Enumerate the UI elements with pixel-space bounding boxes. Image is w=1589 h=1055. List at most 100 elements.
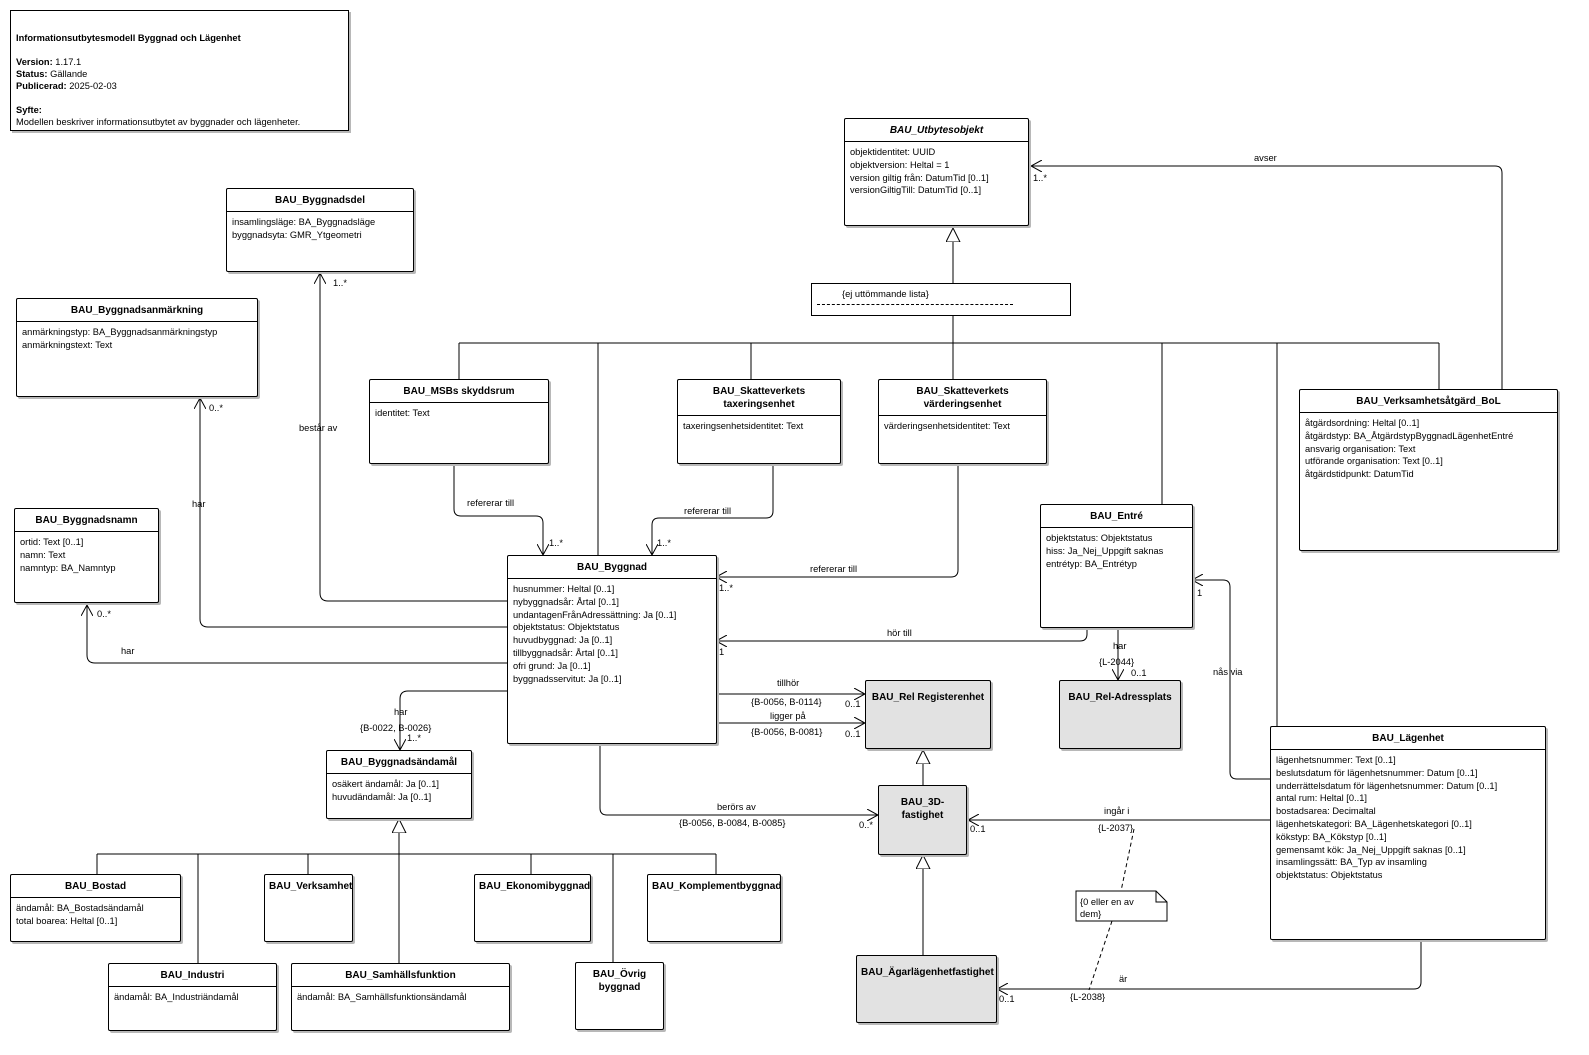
note-anchor-ingar <box>1120 828 1135 892</box>
attribute: objektstatus: Objektstatus <box>1276 870 1383 881</box>
attribute: huvudbyggnad: Ja [0..1] <box>513 635 613 646</box>
attribute: undantagenFrånAdressättning: Ja [0..1] <box>513 609 677 620</box>
label-har-adressplats: har <box>1113 641 1127 651</box>
class-bau-ekonomibyggnad[interactable]: BAU_Ekonomibyggnad <box>474 874 591 942</box>
class-name: BAU_Verksamhetsåtgärd_BoL <box>1356 396 1501 407</box>
status-label: Status: <box>16 69 48 79</box>
code-ingar-i: {L-2037} <box>1098 823 1134 833</box>
class-name: BAU_Ekonomibyggnad <box>479 881 591 892</box>
attribute: anmärkningstyp: BA_Byggnadsanmärkningsty… <box>22 327 218 337</box>
label-bestar-av: består av <box>299 423 338 433</box>
class-bau-ovrig-byggnad[interactable]: BAU_Övrig byggnad <box>575 962 664 1030</box>
attribute: identitet: Text <box>375 408 430 418</box>
class-name: BAU_Skatteverkets värderingsenhet <box>916 386 1009 410</box>
class-name: BAU_Samhällsfunktion <box>345 970 456 981</box>
mult-ref-msb: 1..* <box>549 538 563 548</box>
class-bau-3d-fastighet[interactable]: BAU_3D- fastighet <box>878 785 967 855</box>
label-tillhor: tillhör <box>777 678 800 688</box>
attribute: åtgärdstidpunkt: DatumTid <box>1305 469 1414 480</box>
mult-ligger-pa: 0..1 <box>845 729 861 739</box>
model-title: Informationsutbytesmodell Byggnad och Lä… <box>16 33 241 43</box>
attribute: ändamål: BA_Samhällsfunktionsändamål <box>297 992 467 1002</box>
class-name: BAU_Bostad <box>64 881 127 892</box>
attribute: gemensamt kök: Ja_Nej_Uppgift saknas [0.… <box>1276 844 1466 855</box>
attribute: lägenhetskategori: BA_Lägenhetskategori … <box>1276 818 1472 829</box>
class-bau-rel-registerenhet[interactable]: BAU_Rel Registerenhet <box>865 680 991 749</box>
attribute: total boarea: Heltal [0..1] <box>16 915 118 926</box>
purpose-label: Syfte: <box>16 105 42 115</box>
attribute: kökstyp: BA_Kökstyp [0..1] <box>1276 831 1387 842</box>
label-berors-av: berörs av <box>717 802 756 812</box>
class-bau-rel-adressplats[interactable]: BAU_Rel-Adressplats <box>1059 680 1181 749</box>
attribute: version giltig från: DatumTid [0..1] <box>850 172 989 183</box>
class-attributes: värderingsenhetsidentitet: Text <box>879 415 1046 437</box>
code-ar: {L-2038} <box>1070 992 1106 1002</box>
attribute: insamlingsläge: BA_Byggnadsläge <box>232 217 376 227</box>
class-bau-samhallsfunktion[interactable]: BAU_Samhällsfunktion ändamål: BA_Samhälls… <box>291 963 510 1031</box>
class-bau-byggnadsanmarkning[interactable]: BAU_Byggnadsanmärkning anmärkningstyp: BA… <box>16 298 258 397</box>
attribute: tillbyggnadsår: Årtal [0..1] <box>513 647 618 658</box>
attribute: namntyp: BA_Namntyp <box>20 562 116 573</box>
class-name: BAU_3D- fastighet <box>900 797 945 821</box>
label-har-namn: har <box>121 646 135 656</box>
class-bau-skatteverkets-taxeringsenhet[interactable]: BAU_Skatteverkets taxeringsenhet taxering… <box>677 379 841 464</box>
published-value: 2025-02-03 <box>69 81 117 91</box>
label-ligger-pa: ligger på <box>770 711 806 721</box>
assoc-nas-via <box>1192 580 1270 780</box>
class-attributes: identitet: Text <box>370 402 548 424</box>
purpose-text: Modellen beskriver informationsutbytet a… <box>16 117 301 127</box>
class-name: BAU_Ägarlägenhetfastighet <box>861 967 994 978</box>
mult-har-anmarkning: 0..* <box>209 403 223 413</box>
class-bau-komplementbyggnad[interactable]: BAU_Komplementbyggnad <box>647 874 781 942</box>
class-bau-verksamhetsatgard-bol[interactable]: BAU_Verksamhetsåtgärd_BoL åtgärdsordning:… <box>1299 389 1558 551</box>
class-name: BAU_Entré <box>1090 511 1143 522</box>
class-name: BAU_Skatteverkets taxeringsenhet <box>712 386 806 410</box>
attribute: ortid: Text [0..1] <box>20 537 84 547</box>
mult-nas-via: 1 <box>1197 588 1203 598</box>
attribute: objektstatus: Objektstatus <box>513 622 620 633</box>
class-bau-verksamhet[interactable]: BAU_Verksamhet <box>264 874 353 942</box>
note-either-line1: {0 eller en av <box>1080 897 1134 907</box>
attribute: husnummer: Heltal [0..1] <box>513 584 615 594</box>
class-name: BAU_Byggnadsnamn <box>35 515 138 526</box>
attribute: lägenhetsnummer: Text [0..1] <box>1276 755 1396 765</box>
class-name: BAU_Byggnadsändamål <box>340 757 458 768</box>
label-ar: är <box>1119 974 1128 984</box>
class-bau-skatteverkets-varderingsenhet[interactable]: BAU_Skatteverkets värderingsenhet värderi… <box>878 379 1047 464</box>
assoc-bestar-av <box>320 273 508 602</box>
attribute: utförande organisation: Text [0..1] <box>1305 456 1443 467</box>
attribute: antal rum: Heltal [0..1] <box>1276 793 1367 804</box>
class-attributes: anmärkningstyp: BA_Byggnadsanmärkningsty… <box>17 321 257 356</box>
assoc-ar <box>997 940 1422 989</box>
attribute: värderingsenhetsidentitet: Text <box>884 421 1010 431</box>
mult-ingar-i: 0..1 <box>970 824 986 834</box>
note-list: {ej uttömmande lista} <box>811 283 1071 316</box>
attribute: ansvarig organisation: Text <box>1305 443 1416 454</box>
class-name: BAU_Lägenhet <box>1372 733 1444 744</box>
class-attributes: åtgärdsordning: Heltal [0..1]åtgärdstyp:… <box>1300 412 1557 485</box>
mult-hor-till: 1 <box>719 647 725 657</box>
class-name: BAU_Övrig byggnad <box>592 969 647 993</box>
class-bau-agarlagenhetfastighet[interactable]: BAU_Ägarlägenhetfastighet <box>856 955 997 1023</box>
mult-tillhor: 0..1 <box>845 699 861 709</box>
attribute: ofri grund: Ja [0..1] <box>513 660 591 671</box>
mult-har-namn: 0..* <box>97 609 111 619</box>
note-either-line2: dem} <box>1080 909 1102 919</box>
assoc-ref-taxering <box>652 464 774 555</box>
class-bau-lagenhet[interactable]: BAU_Lägenhet lägenhetsnummer: Text [0..1]… <box>1270 726 1546 940</box>
attribute: taxeringsenhetsidentitet: Text <box>683 421 804 431</box>
class-name: BAU_Byggnadsanmärkning <box>70 305 204 316</box>
assoc-berors-av <box>599 744 878 815</box>
assoc-hor-till <box>716 628 1088 641</box>
